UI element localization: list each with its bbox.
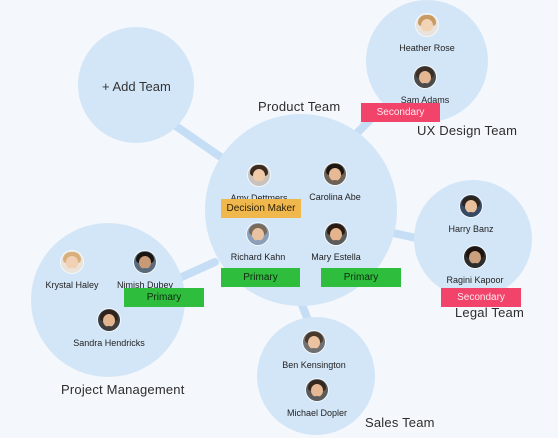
harry-banz-avatar — [460, 195, 482, 217]
secondary-badge: Secondary — [441, 288, 521, 307]
sandra-hendricks-avatar — [98, 309, 120, 331]
krystal-haley-avatar — [61, 251, 83, 273]
primary-badge: Primary — [321, 268, 401, 287]
decision-maker-badge: Decision Maker — [221, 199, 301, 218]
member-name: Sam Adams — [400, 95, 450, 105]
carolina-abe-avatar — [324, 163, 346, 185]
member-name: Nimish Dubey — [116, 280, 174, 290]
member-name: Ragini Kapoor — [446, 275, 504, 285]
primary-badge: Primary — [124, 288, 204, 307]
connector-add-team — [166, 118, 229, 164]
sam-adams-avatar — [414, 66, 436, 88]
member-name: Sandra Hendricks — [73, 338, 145, 348]
member-name: Harry Banz — [448, 224, 494, 234]
ben-kensington-avatar — [303, 331, 325, 353]
legal-team-label: Legal Team — [455, 305, 524, 320]
project-management-label: Project Management — [61, 382, 185, 397]
member-name: Richard Kahn — [230, 252, 286, 262]
heather-rose-avatar — [416, 14, 438, 36]
member-name: Heather Rose — [399, 43, 455, 53]
richard-kahn-avatar — [247, 223, 269, 245]
secondary-badge: Secondary — [361, 103, 440, 122]
member-name: Mary Estella — [311, 252, 361, 262]
add-team-button[interactable]: + Add Team — [102, 79, 171, 94]
ux-design-team-label: UX Design Team — [417, 123, 518, 138]
member-name: Michael Dopler — [286, 408, 348, 418]
primary-badge: Primary — [221, 268, 300, 287]
member-name: Carolina Abe — [309, 192, 361, 202]
member-name: Amy Dettmers — [230, 193, 288, 203]
member-name: Ben Kensington — [282, 360, 346, 370]
michael-dopler-avatar — [306, 379, 328, 401]
ragini-kapoor-avatar — [464, 246, 486, 268]
nimish-dubey-avatar — [134, 251, 156, 273]
product-team-label: Product Team — [258, 99, 341, 114]
add-team-circle[interactable] — [78, 27, 194, 143]
amy-dettmers-avatar — [248, 164, 270, 186]
sales-team-label: Sales Team — [365, 415, 435, 430]
mary-estella-avatar — [325, 223, 347, 245]
member-name: Krystal Haley — [45, 280, 99, 290]
